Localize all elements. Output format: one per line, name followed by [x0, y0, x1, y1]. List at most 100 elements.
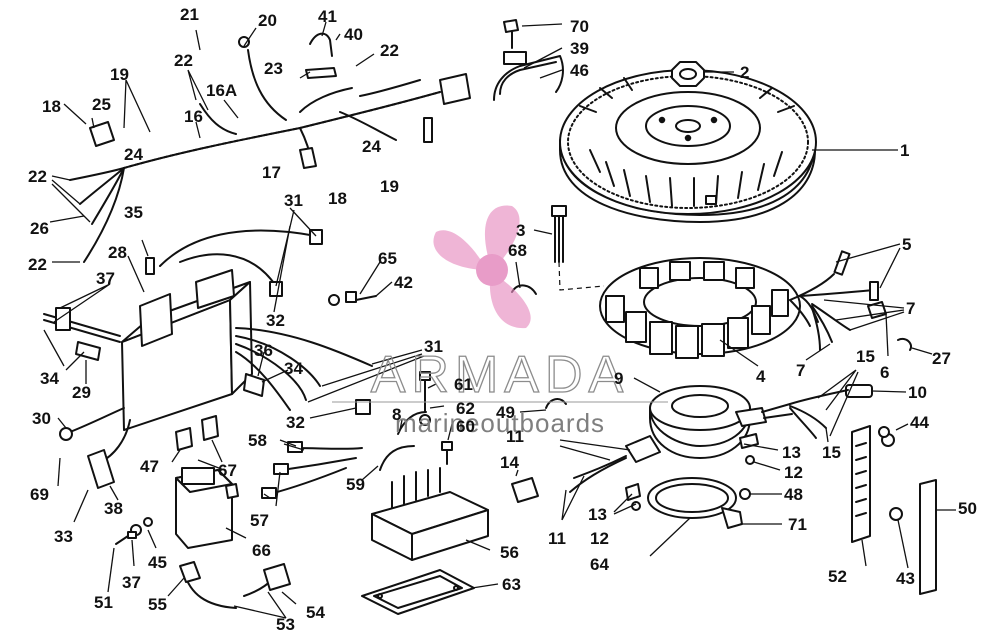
callout-17: 17: [262, 163, 281, 182]
timer-leads: [511, 455, 641, 511]
callout-22: 22: [28, 167, 47, 186]
callout-34: 34: [40, 369, 59, 388]
callout-60: 60: [456, 417, 475, 436]
callout-46: 46: [570, 61, 589, 80]
callout-15: 15: [856, 347, 875, 366]
wiring-harness: [69, 36, 471, 263]
flywheel: [559, 69, 817, 223]
callout-42: 42: [394, 273, 413, 292]
retainer-ring: [647, 477, 737, 519]
callout-51: 51: [94, 593, 113, 612]
callout-52: 52: [828, 567, 847, 586]
watermark-name: ARMADA: [371, 346, 629, 404]
clip: [305, 32, 337, 79]
callout-13: 13: [588, 505, 607, 524]
callout-57: 57: [250, 511, 269, 530]
callout-16: 16: [184, 107, 203, 126]
callout-6: 6: [880, 363, 889, 382]
callout-56: 56: [500, 543, 519, 562]
callout-labels: 1 2 3 4 5 6 7 7 8 9 10 11 11 12 12 13 13…: [28, 5, 977, 631]
spark-plug-lead: [179, 561, 291, 609]
parts-layer: [43, 19, 937, 615]
screw-set: [328, 291, 453, 465]
cover-plate: [739, 426, 890, 465]
callout-43: 43: [896, 569, 915, 588]
callout-67: 67: [218, 461, 237, 480]
terminal-strip: [851, 425, 871, 543]
callout-50: 50: [958, 499, 977, 518]
watermark-tagline: marineoutboards: [395, 408, 605, 438]
connector: [845, 301, 912, 398]
callout-26: 26: [30, 219, 49, 238]
callout-22: 22: [380, 41, 399, 60]
rectifier: [371, 411, 489, 561]
callout-32: 32: [286, 413, 305, 432]
callout-13: 13: [782, 443, 801, 462]
callout-28: 28: [108, 243, 127, 262]
callout-32: 32: [266, 311, 285, 330]
callout-68: 68: [508, 241, 527, 260]
callout-12: 12: [590, 529, 609, 548]
callout-23: 23: [264, 59, 283, 78]
callout-37: 37: [96, 269, 115, 288]
callout-15: 15: [822, 443, 841, 462]
callout-19: 19: [380, 177, 399, 196]
callout-37: 37: [122, 573, 141, 592]
callout-53: 53: [276, 615, 295, 631]
callout-27: 27: [932, 349, 951, 368]
ignition-coil: [175, 467, 239, 549]
callout-45: 45: [148, 553, 167, 572]
screw: [881, 433, 903, 521]
callout-70: 70: [570, 17, 589, 36]
callout-16A: 16A: [206, 81, 237, 100]
callout-24: 24: [362, 137, 381, 156]
callout-71: 71: [788, 515, 807, 534]
stator: [599, 257, 819, 359]
callout-11: 11: [506, 427, 524, 446]
callout-55: 55: [148, 595, 167, 614]
callout-3: 3: [516, 221, 525, 240]
timer-base: [625, 385, 793, 463]
callout-10: 10: [908, 383, 927, 402]
callout-19: 19: [110, 65, 129, 84]
stator-leads: [789, 250, 879, 439]
callout-41: 41: [318, 7, 337, 26]
gasket: [361, 569, 475, 615]
callout-40: 40: [344, 25, 363, 44]
power-pack: [43, 269, 253, 489]
callout-8: 8: [392, 405, 401, 424]
mount-clip: [175, 415, 219, 451]
callout-18: 18: [328, 189, 347, 208]
callout-22: 22: [174, 51, 193, 70]
callout-5: 5: [902, 235, 911, 254]
flywheel-nut: [671, 61, 705, 87]
bolt-washer: [115, 517, 153, 545]
callout-25: 25: [92, 95, 111, 114]
watermark: ARMADA marineoutboards: [332, 205, 668, 438]
callout-9: 9: [614, 369, 623, 388]
callout-35: 35: [124, 203, 143, 222]
callout-65: 65: [378, 249, 397, 268]
callout-11: 11: [548, 529, 566, 548]
callout-59: 59: [346, 475, 365, 494]
callout-2: 2: [740, 63, 749, 82]
callout-64: 64: [590, 555, 609, 574]
leader-lines: [43, 21, 956, 619]
callout-66: 66: [252, 541, 271, 560]
callout-7: 7: [906, 299, 915, 318]
callout-18: 18: [42, 97, 61, 116]
callout-58: 58: [248, 431, 267, 450]
callout-1: 1: [900, 141, 909, 160]
callout-69: 69: [30, 485, 49, 504]
terminal-cover: [919, 479, 937, 595]
callout-54: 54: [306, 603, 325, 622]
callout-4: 4: [756, 367, 766, 386]
callout-24: 24: [124, 145, 143, 164]
callout-63: 63: [502, 575, 521, 594]
callout-31: 31: [424, 337, 443, 356]
callout-34: 34: [284, 359, 303, 378]
callout-44: 44: [910, 413, 929, 432]
callout-12: 12: [784, 463, 803, 482]
